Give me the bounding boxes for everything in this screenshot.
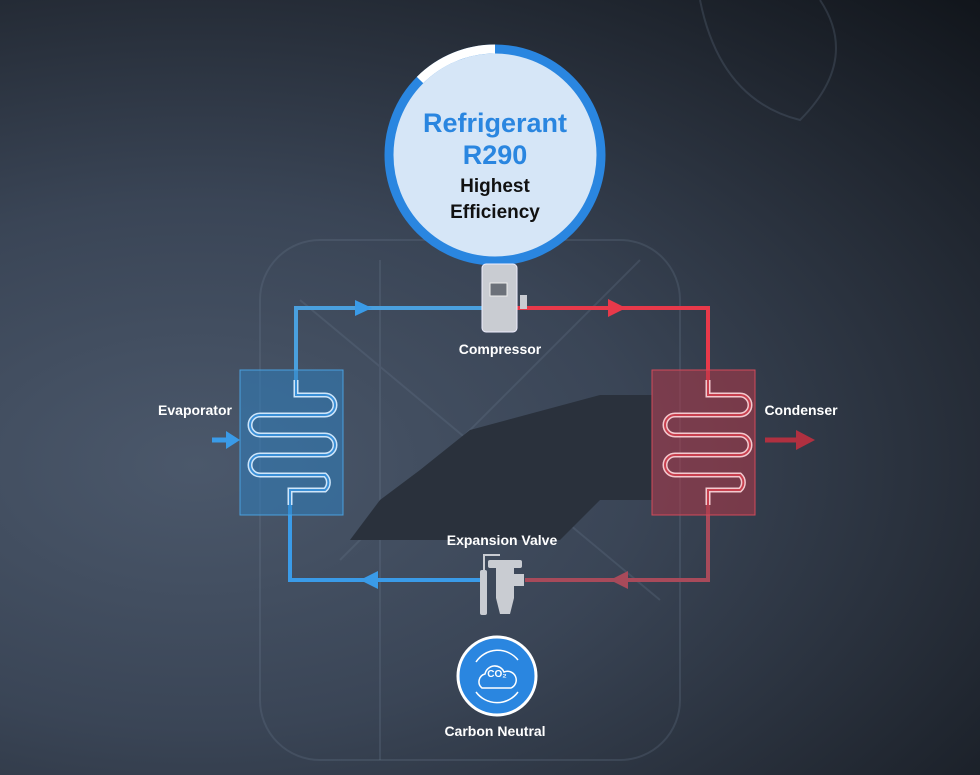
expansion-valve-label: Expansion Valve <box>446 532 558 548</box>
condenser-box <box>651 369 756 516</box>
discharge-pipe <box>517 306 710 380</box>
compressor-icon <box>481 263 527 333</box>
badge-subtitle-1: Highest <box>460 176 530 197</box>
air-in-arrow-icon <box>226 431 240 449</box>
carbon-neutral-label: Carbon Neutral <box>444 723 546 739</box>
heat-out-arrow-icon <box>796 430 815 450</box>
shadow-shape <box>350 395 652 540</box>
compressor-label: Compressor <box>458 341 542 357</box>
expansion-valve-icon <box>480 554 524 615</box>
flow-arrow-icon <box>360 571 378 589</box>
carbon-neutral-icon <box>456 635 538 717</box>
liquid-pipe <box>525 505 710 582</box>
badge-title: Refrigerant <box>422 108 568 138</box>
co2-label: CO₂ <box>487 669 507 680</box>
suction-pipe <box>294 306 482 380</box>
flow-arrow-icon <box>610 571 628 589</box>
evaporator-label: Evaporator <box>158 402 232 418</box>
flow-arrow-icon <box>355 300 372 316</box>
badge-subtitle-2: Efficiency <box>450 202 540 223</box>
flow-arrow-icon <box>608 299 626 317</box>
refrigerant-badge <box>389 49 601 261</box>
return-pipe <box>288 505 480 582</box>
badge-refrigerant-code: R290 <box>462 140 528 170</box>
condenser-label: Condenser <box>764 402 838 418</box>
